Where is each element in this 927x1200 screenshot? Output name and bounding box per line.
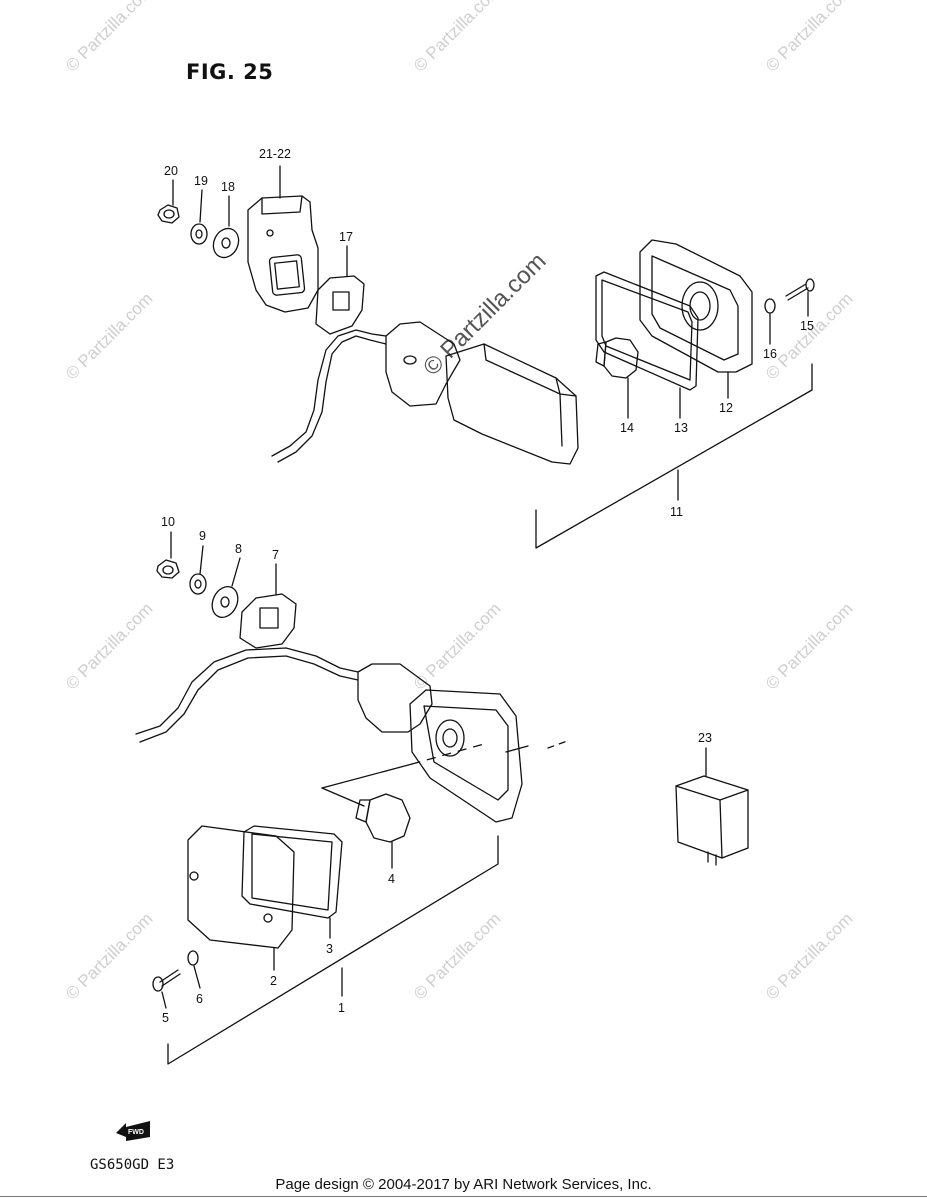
lens-2	[187, 825, 295, 949]
callout-3: 3	[326, 942, 333, 956]
gasket-13	[595, 271, 699, 391]
callout-21-22: 21-22	[259, 147, 291, 161]
callout-16: 16	[763, 347, 777, 361]
callout-6: 6	[196, 992, 203, 1006]
callout-10: 10	[161, 515, 175, 529]
callout-12: 12	[719, 401, 733, 415]
lower-turn-signal-housing	[357, 663, 523, 823]
callout-7: 7	[272, 548, 279, 562]
washer-8	[211, 585, 239, 619]
lock-washer-9	[189, 573, 207, 595]
callout-5: 5	[162, 1011, 169, 1025]
callout-17: 17	[339, 230, 353, 244]
screw-5	[152, 969, 181, 992]
bulb-14	[595, 337, 639, 379]
nut-10	[156, 559, 180, 579]
bulb-4	[355, 793, 411, 843]
screw-15	[785, 278, 815, 301]
callout-11: 11	[670, 505, 683, 519]
grommet-7	[239, 593, 297, 649]
lens-12	[639, 239, 753, 373]
callout-23: 23	[698, 731, 712, 745]
callout-19: 19	[194, 174, 208, 188]
callout-2: 2	[270, 974, 277, 988]
callout-8: 8	[235, 542, 242, 556]
washer-6	[187, 950, 199, 966]
relay-23	[675, 775, 749, 866]
gasket-3	[241, 825, 343, 919]
lower-wire	[135, 647, 359, 743]
callout-20: 20	[164, 164, 178, 178]
grommet-17	[315, 275, 365, 335]
footer-copyright: Page design © 2004-2017 by ARI Network S…	[275, 1176, 652, 1193]
callout-13: 13	[674, 421, 688, 435]
callout-4: 4	[388, 872, 395, 886]
figure-title: FIG. 25	[186, 60, 274, 84]
washer-16	[764, 298, 776, 314]
washer-18	[212, 227, 240, 259]
callout-14: 14	[620, 421, 634, 435]
callout-1: 1	[338, 1001, 345, 1015]
nut-20	[157, 204, 180, 224]
callout-15: 15	[800, 319, 814, 333]
footer-divider	[0, 1196, 927, 1197]
upper-turn-signal-housing	[385, 321, 579, 465]
lock-washer-19	[190, 223, 208, 245]
callout-18: 18	[221, 180, 235, 194]
fwd-label: FWD	[128, 1129, 144, 1136]
bracket-21-22	[247, 195, 319, 313]
model-label: GS650GD E3	[90, 1157, 175, 1173]
callout-9: 9	[199, 529, 206, 543]
upper-wire	[271, 329, 387, 463]
fwd-arrow-icon: FWD	[114, 1119, 154, 1148]
